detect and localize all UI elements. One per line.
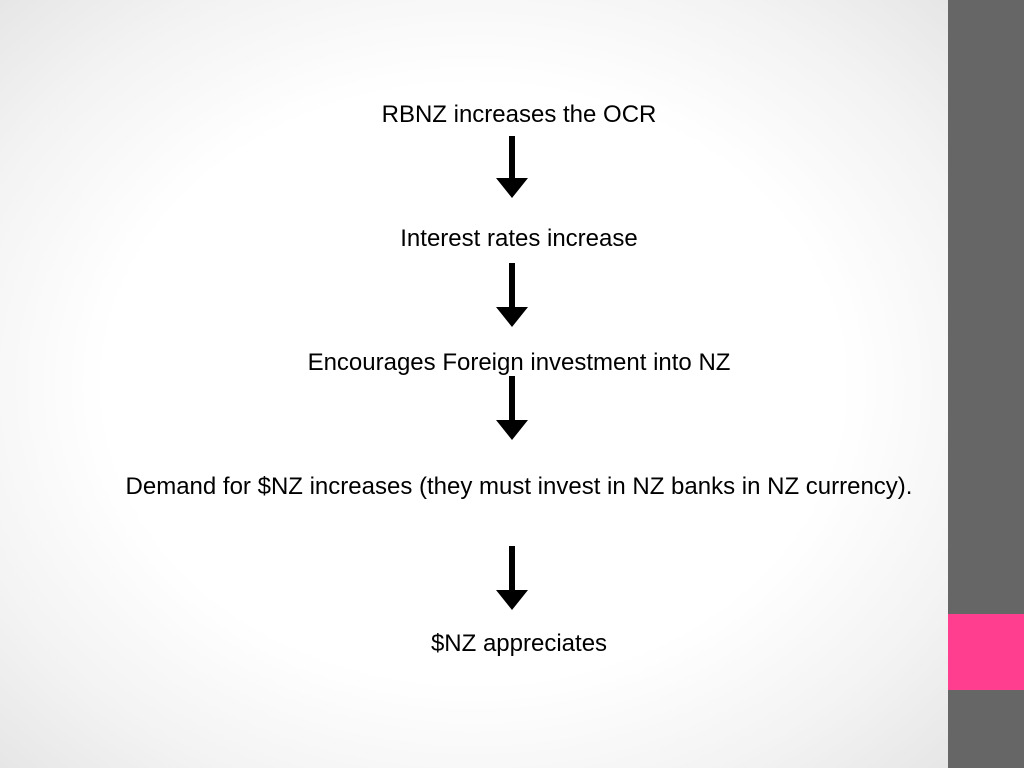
down-arrow-icon	[496, 263, 528, 327]
slide-canvas: RBNZ increases the OCR Interest rates in…	[0, 0, 948, 768]
arrow-head	[496, 307, 528, 327]
step-5-text: $NZ appreciates	[430, 630, 608, 657]
step-2-text: Interest rates increase	[400, 225, 638, 252]
down-arrow-icon	[496, 136, 528, 198]
step-4-text: Demand for $NZ increases (they must inve…	[125, 473, 913, 500]
down-arrow-icon	[496, 376, 528, 440]
arrow-head	[496, 420, 528, 440]
down-arrow-icon	[496, 546, 528, 610]
arrow-head	[496, 178, 528, 198]
step-3-text: Encourages Foreign investment into NZ	[307, 349, 731, 376]
arrow-shaft	[509, 263, 515, 309]
accent-block	[948, 614, 1024, 690]
step-1-text: RBNZ increases the OCR	[381, 101, 657, 128]
arrow-head	[496, 590, 528, 610]
arrow-shaft	[509, 546, 515, 592]
arrow-shaft	[509, 136, 515, 180]
arrow-shaft	[509, 376, 515, 422]
